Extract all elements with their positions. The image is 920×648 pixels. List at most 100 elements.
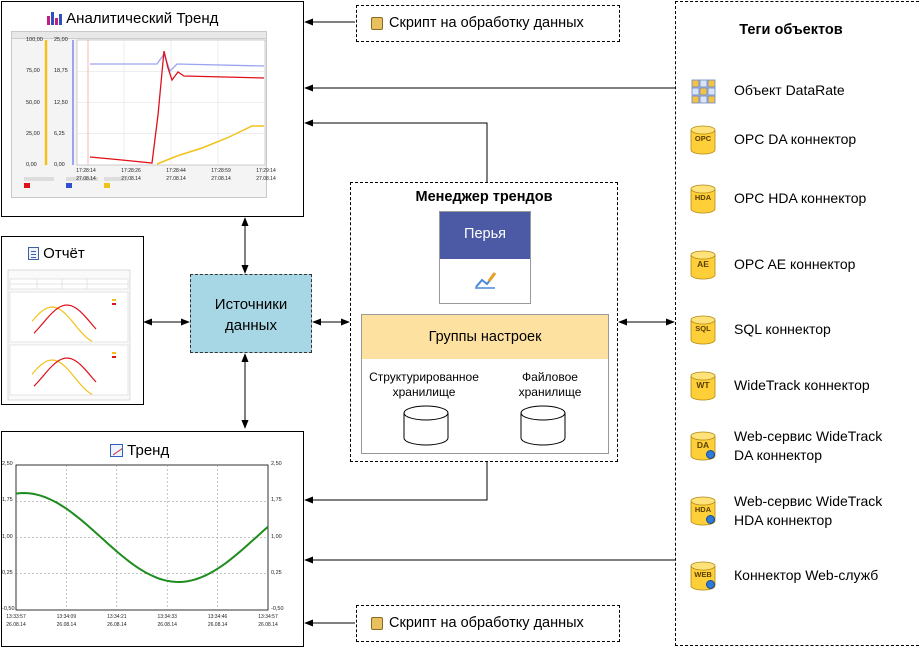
script-top-box[interactable]: Скрипт на обработку данных: [356, 5, 620, 42]
trend-chart: [15, 464, 269, 611]
trend-series-line: [15, 491, 269, 584]
analytic-trend-chart: [24, 39, 266, 188]
tag-label: SQL коннектор: [734, 321, 831, 337]
tag-label: Объект DataRate: [734, 82, 845, 98]
report-series-yellow-1: [31, 306, 93, 342]
pens-card[interactable]: Перья: [439, 211, 531, 304]
datarate-icon: [690, 76, 716, 106]
y-tick-label: -0,50: [271, 606, 284, 612]
tag-label: OPC DA коннектор: [734, 131, 857, 147]
script-bottom-box[interactable]: Скрипт на обработку данных: [356, 605, 620, 642]
connector-badge: DA: [696, 440, 710, 450]
legend-red-marker: [24, 183, 30, 188]
series-yellow-line: [156, 125, 264, 165]
series-red-line: [89, 50, 265, 164]
settings-groups-header: [362, 315, 608, 359]
file-storage-cylinder-icon: [520, 405, 566, 446]
object-tags-title: Теги объектов: [739, 22, 843, 38]
settings-groups-card[interactable]: Группы настроек Структурированное хранил…: [361, 314, 609, 454]
web-da-icon: DA: [690, 431, 716, 461]
tag-label: OPC HDA коннектор: [734, 190, 867, 206]
data-sources-box[interactable]: Источники данных: [190, 274, 312, 353]
report-icon: [28, 247, 39, 260]
hda-icon: HDA: [690, 184, 716, 214]
trend-grid: [16, 465, 268, 610]
structured-storage-cylinder-icon: [403, 405, 449, 446]
pens-header: [440, 212, 530, 259]
structured-storage-label: Структурированное хранилище: [369, 370, 479, 399]
connector-badge: WEB: [694, 570, 712, 579]
trend-manager-title: Менеджер трендов: [415, 189, 553, 205]
mini-toolbar: [12, 32, 266, 39]
trend-title: Тренд: [110, 442, 169, 459]
y-tick-label: 25,00: [54, 37, 68, 43]
bar-chart-icon: [46, 11, 62, 25]
report-series-red-2: [33, 357, 97, 387]
y-tick-label: 0,25: [2, 569, 13, 576]
y-tick-label: 6,25: [54, 130, 65, 137]
x-tick-label: 17:28:14 27.08.14: [76, 168, 96, 182]
y-tick-label: 18,75: [54, 68, 68, 75]
report-series-red-1: [33, 304, 97, 334]
tag-label: WideTrack коннектор: [734, 377, 870, 393]
report-panel: Отчёт: [1, 236, 144, 405]
opc-icon: OPC: [690, 125, 716, 155]
y-tick-label: 1,00: [2, 533, 13, 540]
y-tick-label: 0,25: [271, 569, 282, 576]
connector-badge: HDA: [694, 193, 712, 202]
settings-groups-label: Группы настроек: [428, 329, 542, 345]
y-tick-label: 1,00: [271, 533, 282, 540]
globe-icon: [706, 580, 715, 589]
x-tick-label: 17:28:59 27.08.14: [211, 168, 231, 182]
ae-icon: AE: [690, 250, 716, 280]
tag-label: Коннектор Web-служб: [734, 567, 879, 583]
script-icon: [371, 617, 383, 630]
report-thumbnail: [7, 269, 131, 401]
pen-chart-icon: [475, 272, 497, 289]
connector-badge: HDA: [694, 505, 712, 514]
trend-manager-box: Менеджер трендов Перья Группы настроек С…: [350, 182, 618, 462]
analytic-grid: [77, 40, 265, 165]
y-tick-label: -0,50: [2, 606, 15, 612]
storage-cylinders: [403, 405, 566, 446]
sql-icon: SQL: [690, 315, 716, 345]
tag-label: OPC AE коннектор: [734, 256, 856, 272]
web-icon: WEB: [690, 561, 716, 591]
globe-icon: [706, 450, 715, 459]
script-icon: [371, 17, 383, 30]
web-hda-icon: HDA: [690, 496, 716, 526]
y-tick-label: 1,75: [2, 497, 13, 504]
y-tick-label: 1,75: [271, 497, 282, 504]
y-tick-label: 2,50: [271, 461, 282, 467]
legend-item-3: [104, 177, 128, 181]
script-top-label: Скрипт на обработку данных: [389, 15, 584, 31]
data-sources-label: Источники данных: [214, 296, 288, 334]
y-tick-label: 12,50: [54, 99, 68, 106]
y-tick-label: 50,00: [26, 99, 40, 106]
x-tick-label: 17:29:14 27.08.14: [256, 168, 276, 182]
x-tick-label: 17:28:26 27.08.14: [121, 168, 141, 182]
x-tick-label: 17:28:44 27.08.14: [166, 168, 186, 182]
legend-item-1: [24, 177, 54, 181]
pens-label: Перья: [464, 226, 506, 242]
connector-badge: AE: [697, 259, 709, 269]
script-bottom-label: Скрипт на обработку данных: [389, 615, 584, 631]
y-tick-label: 0,00: [54, 162, 65, 168]
connector-badge: WT: [696, 380, 710, 390]
legend-blue-marker: [66, 183, 72, 188]
trend-icon: [110, 444, 123, 457]
y-tick-label: 75,00: [26, 68, 40, 75]
file-storage-label: Файловое хранилище: [518, 370, 582, 399]
wt-icon: WT: [690, 371, 716, 401]
legend-yellow-marker: [104, 183, 110, 188]
analytic-trend-title: Аналитический Тренд: [46, 10, 218, 27]
